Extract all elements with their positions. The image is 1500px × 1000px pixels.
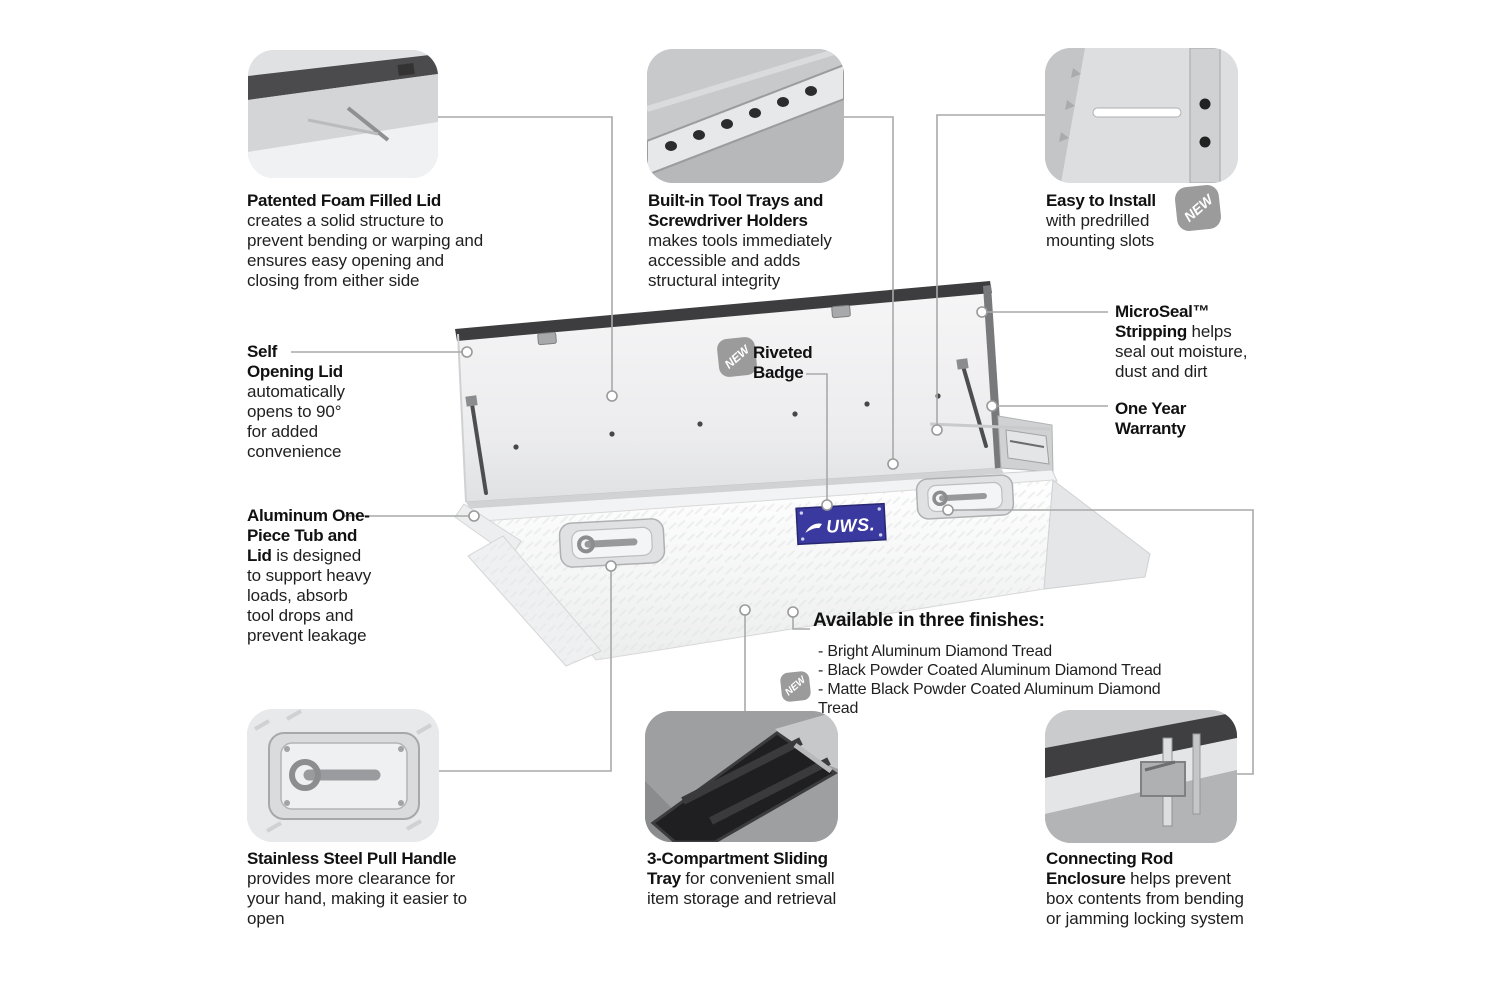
callout-body: helps seal out moisture, dust and dirt	[1115, 322, 1248, 381]
lid-struts	[470, 364, 988, 495]
callout-line-finishes	[792, 617, 810, 630]
new-badge-label: NEW	[721, 342, 753, 372]
toolbox-tub	[454, 469, 1151, 667]
badge-rivets	[799, 507, 883, 541]
callout-title: One Year Warranty	[1115, 399, 1187, 438]
callout-microseal: MicroSeal™ Stripping helps seal out mois…	[1115, 302, 1267, 382]
new-badge-label: NEW	[783, 674, 808, 699]
callout-line-pull-handle	[439, 571, 612, 772]
callout-sliding-tray: 3-Compartment Sliding Tray for convenien…	[647, 849, 853, 909]
toolbox-lid-open	[455, 281, 1003, 503]
tub-front-lip	[468, 469, 1058, 523]
callout-title: Aluminum One-Piece Tub and Lid	[247, 506, 370, 565]
finish-item: - Matte Black Powder Coated Aluminum Dia…	[818, 681, 1161, 717]
callout-title: Connecting Rod Enclosure	[1046, 849, 1174, 888]
strut-bracket-left	[465, 395, 478, 407]
callout-body: for convenient small item storage and re…	[647, 869, 837, 908]
built-in-tool-tray	[1005, 429, 1050, 465]
finish-item: - Bright Aluminum Diamond Tread	[818, 643, 1052, 660]
callout-title: Built-in Tool Trays and Screwdriver Hold…	[648, 191, 824, 230]
lid-latch-brackets	[537, 304, 851, 346]
callout-body: provides more clearance for your hand, m…	[247, 869, 468, 928]
lid-rivets	[513, 393, 941, 450]
callout-warranty: One Year Warranty	[1115, 399, 1225, 439]
new-badge-easy-install: NEW	[1173, 183, 1223, 233]
callout-body: with predrilled mounting slots	[1046, 211, 1155, 250]
callout-title: Stainless Steel Pull Handle	[247, 849, 457, 868]
callout-title: Available in three finishes:	[813, 610, 1045, 631]
callout-aluminum-tub: Aluminum One-Piece Tub and Lid is design…	[247, 506, 375, 646]
marlin-icon	[805, 523, 822, 533]
callout-line-easy-install	[936, 114, 1045, 425]
tool-tray-photo	[647, 49, 844, 183]
tub-left-end-face	[467, 535, 602, 667]
callout-body: is designed to support heavy loads, abso…	[247, 546, 372, 645]
callout-title: Self Opening Lid	[247, 342, 343, 381]
rod-enclosure	[1140, 761, 1186, 797]
callout-line-tool-trays	[844, 116, 894, 459]
callout-line-riveted	[806, 373, 828, 500]
callout-finishes-list: - Bright Aluminum Diamond Tread - Black …	[818, 642, 1170, 718]
tray-compartments	[650, 731, 838, 842]
connecting-rod-photo	[1045, 710, 1237, 843]
lid-seal-strip	[983, 285, 1003, 469]
callout-title: MicroSeal™ Stripping	[1115, 302, 1210, 341]
pull-handle-left	[558, 518, 666, 568]
callout-body: makes tools immediately accessible and a…	[648, 231, 832, 290]
callout-finishes-title: Available in three finishes:	[813, 611, 1143, 631]
mounting-slot	[1092, 107, 1182, 118]
callout-title: 3-Compartment Sliding Tray	[647, 849, 828, 888]
strut-bracket-right	[956, 358, 969, 370]
callout-title: Easy to Install	[1046, 191, 1156, 210]
pull-handle-right	[915, 474, 1015, 520]
callout-connecting-rod: Connecting Rod Enclosure helps prevent b…	[1046, 849, 1252, 929]
tub-left-flange	[454, 503, 522, 558]
screwdriver-holes	[665, 86, 817, 151]
tub-right-end-face	[1043, 479, 1151, 590]
new-badge-label: NEW	[1180, 191, 1216, 225]
finish-item: - Black Powder Coated Aluminum Diamond T…	[818, 662, 1162, 679]
callout-body: creates a solid structure to prevent ben…	[247, 211, 484, 290]
pull-handle-photo	[247, 709, 439, 842]
callout-body: automatically opens to 90° for added con…	[247, 382, 345, 461]
new-badge-matte-finish: NEW	[779, 670, 812, 703]
new-badge-riveted: NEW	[716, 336, 758, 378]
callout-title: Riveted Badge	[753, 343, 813, 382]
callout-tool-trays: Built-in Tool Trays and Screwdriver Hold…	[648, 191, 840, 291]
toolbox-tub-interior	[466, 415, 1054, 521]
sliding-tray-photo	[645, 711, 838, 842]
foam-lid-photo	[248, 50, 438, 178]
callout-body: helps prevent box contents from bending …	[1046, 869, 1244, 928]
callout-riveted-badge: Riveted Badge	[753, 343, 845, 383]
tub-front-face	[481, 479, 1054, 661]
mounting-slot-photo	[1045, 48, 1238, 183]
uws-badge: UWS.	[795, 502, 887, 546]
callout-title: Patented Foam Filled Lid	[247, 191, 441, 210]
uws-badge-text: UWS.	[826, 514, 876, 537]
